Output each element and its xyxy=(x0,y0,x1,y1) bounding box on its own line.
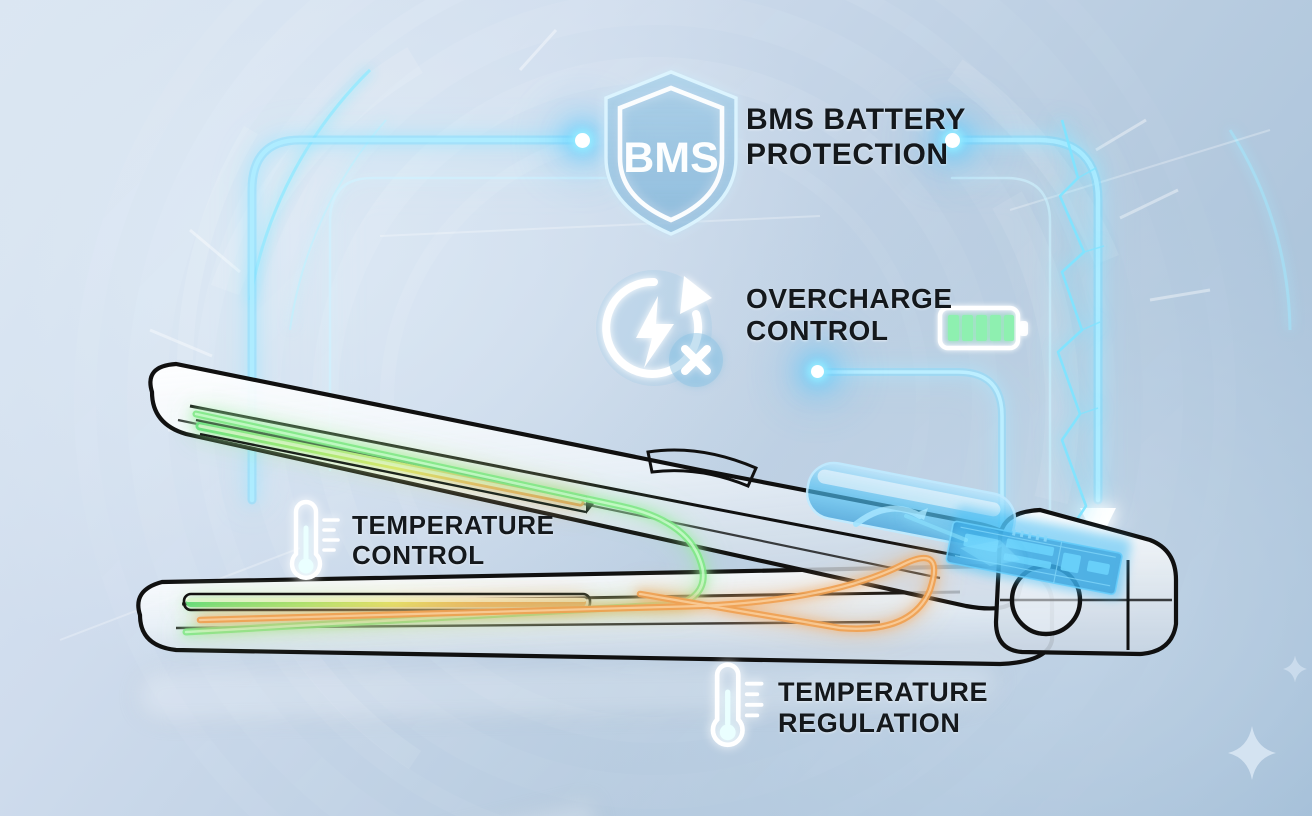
thermometer-icon xyxy=(710,662,764,748)
battery-level-indicator xyxy=(937,305,1028,351)
recharge-blocked-icon xyxy=(596,270,723,387)
electric-bolt-icon xyxy=(1056,119,1105,531)
battery-segments xyxy=(948,315,1014,341)
feature-label-overcharge: OVERCHARGE CONTROL xyxy=(746,283,953,347)
thermometer-icon xyxy=(289,499,340,580)
connector-node-overcharge xyxy=(811,365,824,378)
feature-label-temperature-regulation: TEMPERATURE REGULATION xyxy=(778,677,989,739)
feature-label-bms: BMS BATTERY PROTECTION xyxy=(746,103,966,171)
shield-icon-text: BMS xyxy=(623,134,719,182)
heating-element-lower xyxy=(186,598,586,607)
heat-flow-streak xyxy=(182,410,707,636)
connector-node-bms-left xyxy=(575,133,590,148)
shield-icon: BMS xyxy=(604,70,738,236)
connector-node-bms-right xyxy=(945,133,960,148)
heating-wire-loop xyxy=(196,554,938,632)
sparkle-icon xyxy=(1228,726,1276,780)
feature-label-temperature-control: TEMPERATURE CONTROL xyxy=(352,510,555,571)
sparkle-icon xyxy=(1283,655,1307,683)
heating-element-upper xyxy=(195,421,585,507)
